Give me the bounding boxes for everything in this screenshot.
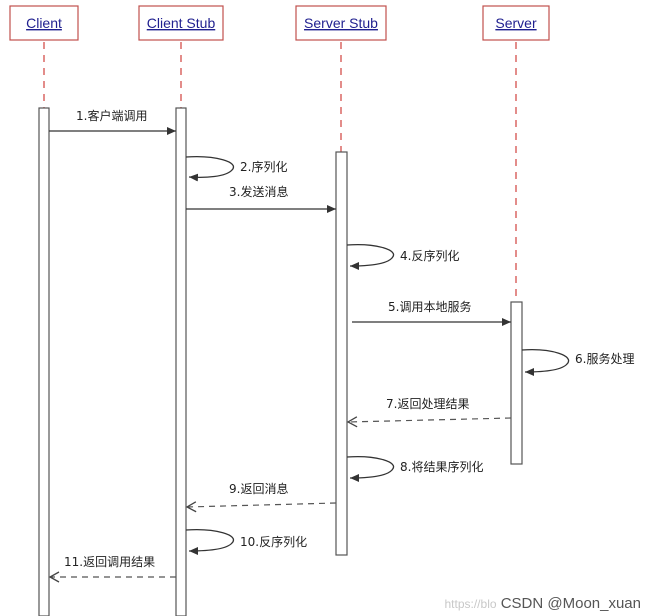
message-11: 11.返回调用结果 — [48, 555, 176, 583]
message-4: 4.反序列化 — [346, 244, 459, 270]
participant-server: Server — [482, 5, 550, 41]
message-8-label: 8.将结果序列化 — [400, 459, 483, 474]
message-1-label: 1.客户端调用 — [76, 108, 147, 123]
message-2-label: 2.序列化 — [240, 159, 287, 174]
activation-server-stub — [335, 151, 348, 556]
message-9-label: 9.返回消息 — [229, 481, 288, 496]
participant-client-label: Client — [26, 15, 62, 31]
participant-client: Client — [9, 5, 79, 41]
message-11-label: 11.返回调用结果 — [64, 555, 155, 569]
participant-client-stub-label: Client Stub — [147, 15, 216, 31]
message-7-label: 7.返回处理结果 — [386, 397, 469, 411]
message-8: 8.将结果序列化 — [346, 456, 483, 482]
watermark: https://blo CSDN @Moon_xuan — [445, 595, 642, 612]
message-10-label: 10.反序列化 — [240, 534, 307, 549]
message-10: 10.反序列化 — [185, 529, 307, 555]
message-2: 2.序列化 — [185, 156, 287, 182]
message-3: 3.发送消息 — [186, 184, 336, 213]
participant-server-stub-label: Server Stub — [304, 15, 378, 31]
watermark-text: CSDN @Moon_xuan — [500, 595, 641, 612]
message-6: 6.服务处理 — [521, 349, 634, 376]
message-5-label: 5.调用本地服务 — [388, 299, 471, 314]
message-1: 1.客户端调用 — [49, 108, 176, 135]
message-3-label: 3.发送消息 — [229, 184, 288, 199]
message-7: 7.返回处理结果 — [346, 397, 512, 428]
activation-server — [510, 301, 523, 465]
message-9: 9.返回消息 — [185, 481, 337, 513]
participant-server-label: Server — [495, 15, 537, 31]
message-4-label: 4.反序列化 — [400, 248, 459, 263]
participant-server-stub: Server Stub — [295, 5, 387, 41]
message-5: 5.调用本地服务 — [352, 299, 511, 326]
activation-client — [38, 107, 50, 616]
watermark-faint: https://blo — [444, 597, 497, 611]
message-6-label: 6.服务处理 — [575, 351, 634, 366]
participant-client-stub: Client Stub — [138, 5, 224, 41]
activation-client-stub — [175, 107, 187, 616]
